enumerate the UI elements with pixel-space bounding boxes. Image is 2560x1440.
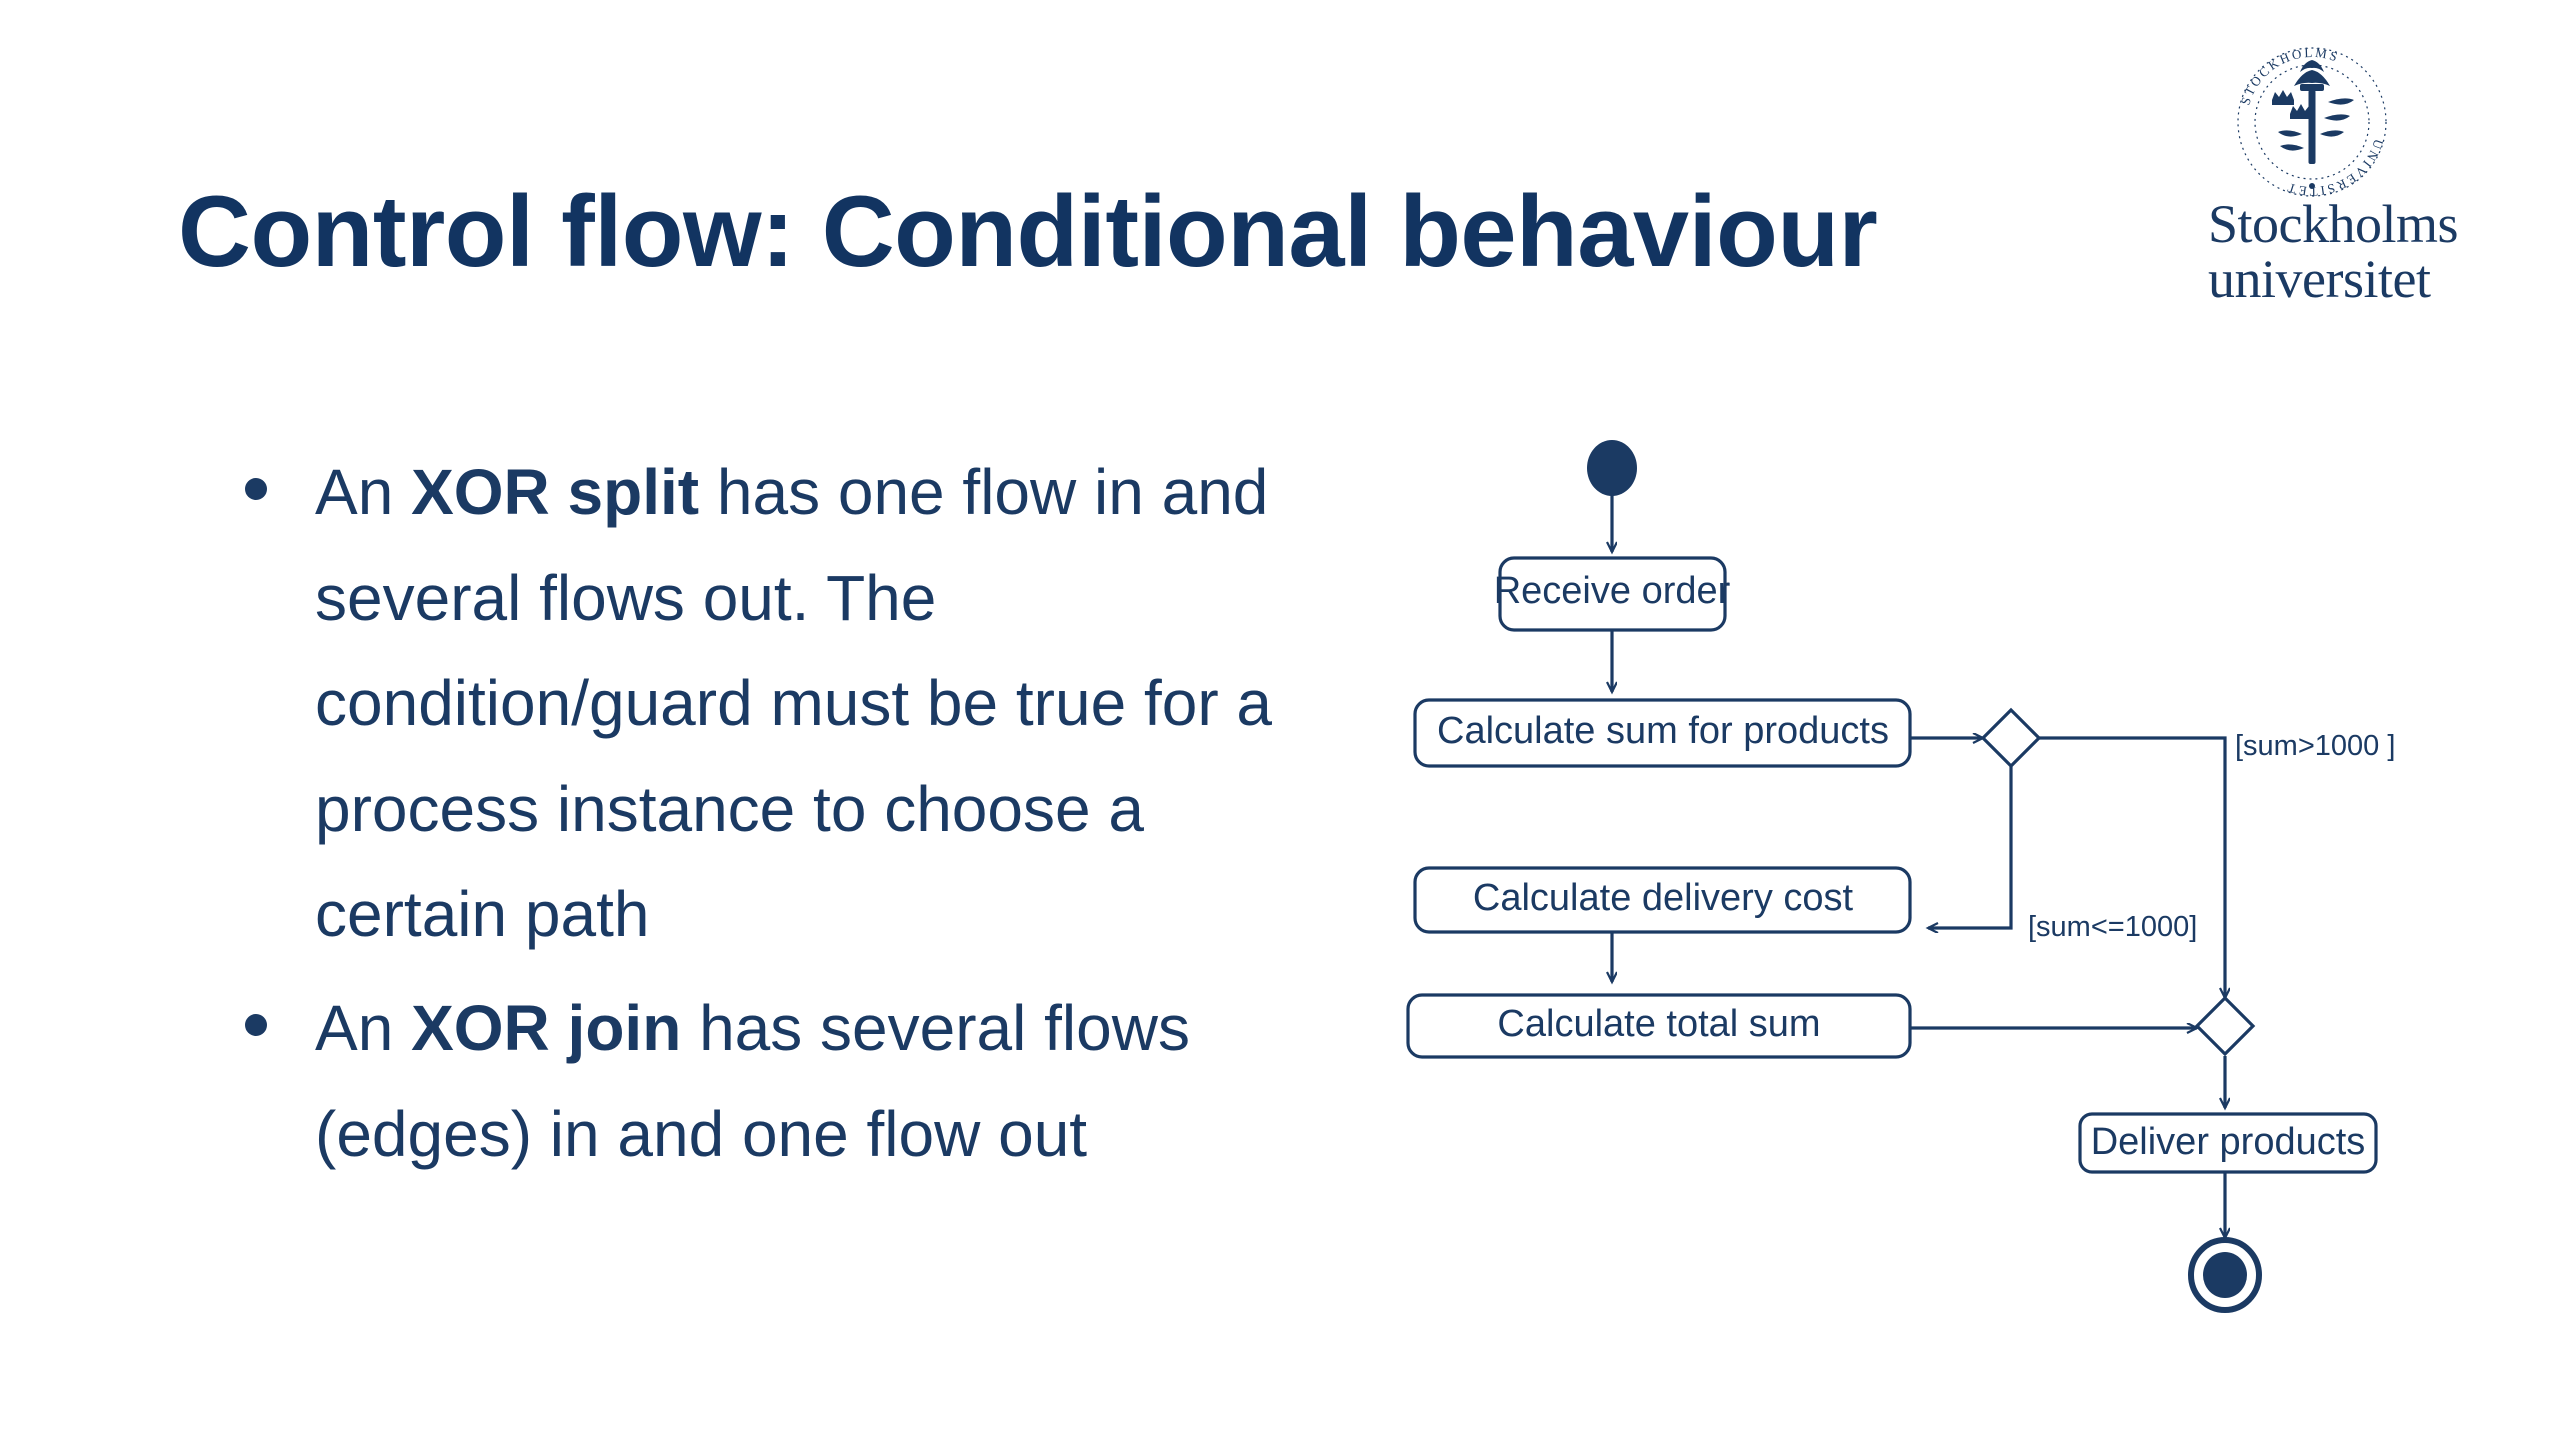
bullet-2-part-1: XOR join: [411, 991, 682, 1064]
activity-node-label: Calculate sum for products: [1437, 710, 1889, 752]
uml-activity-diagram: Receive order Calculate sum for products…: [1380, 420, 2500, 1380]
activity-node-label: Receive order: [1494, 570, 1731, 612]
decision-diamond-icon: [1980, 707, 2042, 769]
activity-node-calculate-total-sum: Calculate total sum: [1406, 993, 1912, 1059]
bullet-dot-icon: [245, 1013, 267, 1036]
initial-node-icon: [1587, 440, 1637, 496]
logo-wordmark: Stockholms universitet: [2208, 194, 2508, 310]
bullet-text-xor-split: An XOR split has one flow in and several…: [315, 440, 1345, 968]
guard-label-low: [sum<=1000]: [2028, 911, 2197, 943]
activity-diagram-canvas: Receive order Calculate sum for products…: [1406, 440, 2395, 1313]
bullet-text-xor-join: An XOR join has several flows (edges) in…: [315, 976, 1345, 1187]
university-seal-icon: STOCKHOLMS UNIVERSITET: [2237, 45, 2387, 199]
activity-node-receive-order: Receive order: [1494, 556, 1731, 632]
list-item: An XOR split has one flow in and several…: [245, 440, 1345, 968]
activity-node-calculate-delivery-cost: Calculate delivery cost: [1413, 866, 1912, 934]
activity-node-calculate-sum: Calculate sum for products: [1413, 698, 1912, 768]
bullet-2-part-0: An: [315, 991, 412, 1064]
stockholm-university-logo: STOCKHOLMS UNIVERSITET: [2208, 42, 2508, 307]
activity-node-label: Calculate delivery cost: [1473, 877, 1854, 919]
merge-diamond-icon: [2194, 995, 2256, 1057]
bullet-1-part-1: XOR split: [411, 456, 700, 528]
activity-node-label: Calculate total sum: [1497, 1003, 1820, 1045]
list-item: An XOR join has several flows (edges) in…: [245, 976, 1345, 1187]
activity-node-deliver-products: Deliver products: [2078, 1112, 2378, 1174]
final-node-icon: [2188, 1237, 2262, 1313]
bullet-2-part-2: has several flows (edges) in and one flo…: [315, 991, 1190, 1170]
bullet-1-part-0: An: [315, 456, 412, 528]
page-title: Control flow: Conditional behaviour: [178, 176, 1878, 288]
edge-decision-high-to-merge: [2039, 736, 2225, 998]
guard-label-high: [sum>1000 ]: [2235, 730, 2395, 762]
edge-decision-low-to-delivery-cost: [1928, 766, 2013, 928]
bullet-dot-icon: [245, 478, 267, 500]
logo-wordmark-line2: universitet: [2208, 249, 2431, 310]
activity-node-label: Deliver products: [2091, 1121, 2366, 1163]
logo-wordmark-line1: Stockholms: [2208, 194, 2459, 254]
bullet-1-part-2: has one flow in and several flows out. T…: [315, 456, 1272, 951]
bullet-list: An XOR split has one flow in and several…: [245, 440, 1345, 1195]
